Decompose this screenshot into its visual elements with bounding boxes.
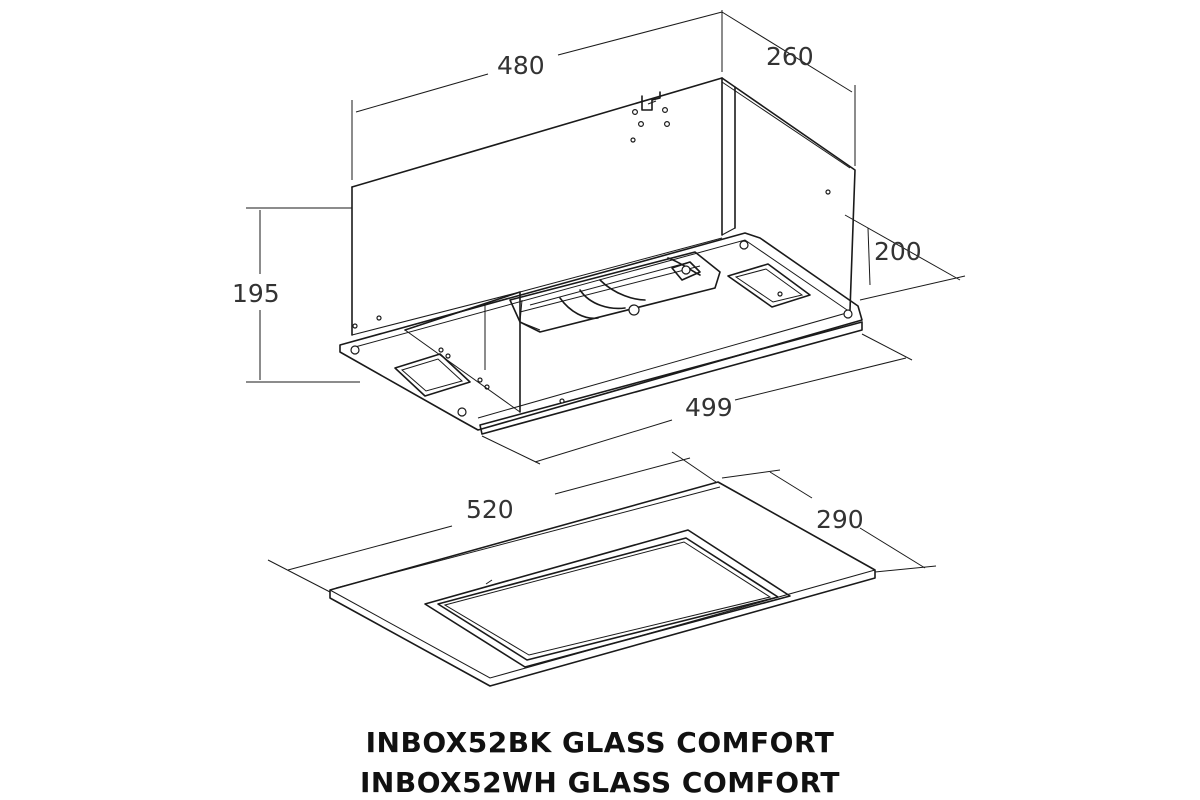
model-name-black: INBOX52BK GLASS COMFORT <box>365 726 835 759</box>
dim-depth-top: 260 <box>766 42 814 71</box>
hood-inner-cavity <box>394 237 811 413</box>
hood-base-plate <box>339 232 863 435</box>
model-name-white: INBOX52WH GLASS COMFORT <box>360 766 840 799</box>
dimension-195 <box>246 207 360 383</box>
dim-width-bottom: 499 <box>685 393 733 422</box>
dimension-499 <box>481 333 913 465</box>
hood-body <box>351 77 856 336</box>
dim-panel-width: 520 <box>466 495 514 524</box>
dimension-200 <box>844 214 966 301</box>
dimension-260 <box>721 11 856 166</box>
dimension-480 <box>351 10 723 180</box>
dimension-290 <box>721 469 937 573</box>
dimension-520 <box>267 451 717 593</box>
dim-width-top: 480 <box>497 51 545 80</box>
glass-panel <box>329 481 876 687</box>
dim-panel-depth: 290 <box>816 505 864 534</box>
dim-depth-inner: 200 <box>874 237 922 266</box>
dim-height: 195 <box>232 279 280 308</box>
hood-fan-assembly <box>509 251 721 333</box>
